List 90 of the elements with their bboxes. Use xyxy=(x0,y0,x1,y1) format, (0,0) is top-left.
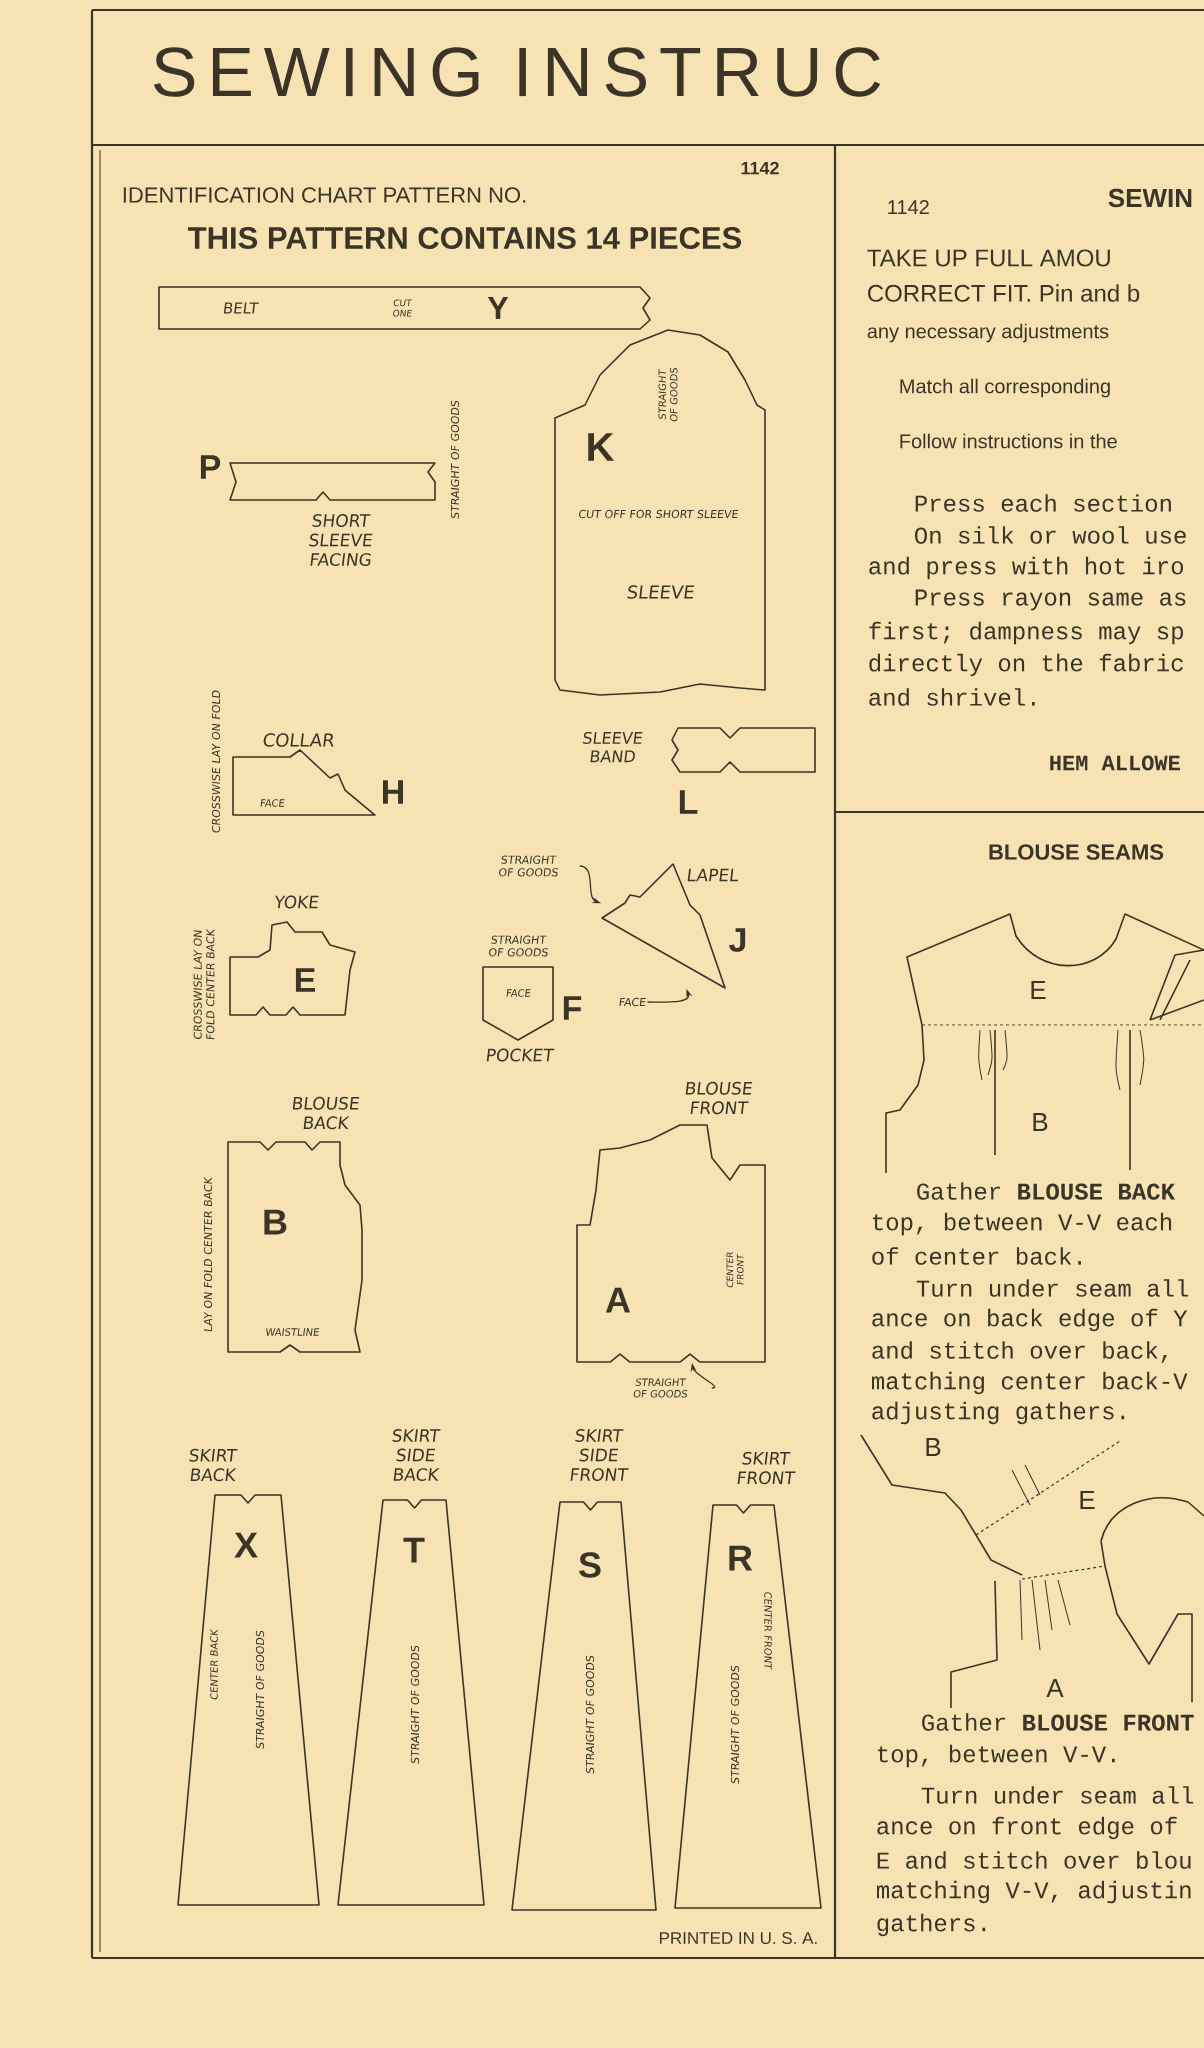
piece-label: FACE xyxy=(260,799,285,807)
instruction-text: TAKE UP FULL AMOU xyxy=(867,249,1110,267)
instruction-text: top, between V-V each xyxy=(873,1212,1172,1236)
instruction-text: ance on front edge of xyxy=(877,1816,1177,1840)
instruction-text: Follow instructions in the xyxy=(900,433,1117,449)
instruction-text: of center back. xyxy=(872,1247,1081,1265)
leader-text: STRAIGHT OF GOODS xyxy=(633,1378,688,1398)
piece-letter: S xyxy=(579,1552,601,1578)
piece-label: CROSSWISE LAY ON FOLD xyxy=(211,690,221,833)
piece-label: STRAIGHT OF GOODS xyxy=(730,1665,740,1784)
piece-label: CROSSWISE LAY ON FOLD CENTER BACK xyxy=(193,928,215,1040)
piece-letter: P xyxy=(200,455,221,479)
piece-label: CENTER FRONT xyxy=(726,1252,744,1288)
instruction-text: matching center back-V xyxy=(871,1371,1188,1395)
footer-text: PRINTED IN U. S. A. xyxy=(659,1932,817,1945)
instruction-text: On silk or wool use xyxy=(915,526,1186,544)
piece-letter: T xyxy=(403,1537,425,1563)
drawing-letter: E xyxy=(1080,1491,1095,1509)
instruction-text: matching V-V, adjustin xyxy=(876,1880,1191,1904)
instruction-text: Match all corresponding xyxy=(900,378,1110,398)
instruction-text: directly on the fabric xyxy=(869,653,1183,677)
piece-label: STRAIGHT OF GOODS xyxy=(450,400,460,519)
instruction-text: first; dampness may sp xyxy=(869,621,1183,645)
instruction-text: top, between V-V. xyxy=(878,1744,1115,1768)
pattern-number: 1142 xyxy=(888,200,929,214)
piece-label: SKIRT SIDE BACK xyxy=(392,1429,441,1481)
piece-label: CUT ONE xyxy=(393,299,412,317)
piece-letter: L xyxy=(679,790,698,814)
leader-text: FACE xyxy=(619,997,646,1007)
drawing-letter: A xyxy=(1046,1679,1064,1697)
piece-label: CUT OFF FOR SHORT SLEEVE xyxy=(579,509,739,519)
instruction-text: Turn under seam all xyxy=(916,1279,1189,1297)
piece-letter: R xyxy=(729,1545,753,1571)
drawing-letter: B xyxy=(1033,1113,1048,1131)
instruction-text: CORRECT FIT. Pin and b xyxy=(868,284,1140,302)
instruction-text: Gather BLOUSE FRONT xyxy=(922,1713,1194,1731)
instruction-text: any necessary adjustments xyxy=(867,323,1109,343)
piece-label: YOKE xyxy=(275,895,319,909)
piece-letter: X xyxy=(234,1532,258,1558)
instruction-text: gathers. xyxy=(877,1913,986,1937)
piece-label: COLLAR xyxy=(263,733,334,747)
piece-label: SKIRT SIDE FRONT xyxy=(570,1429,629,1481)
section-heading: HEM ALLOWE xyxy=(1050,755,1180,771)
instruction-text: ance on back edge of Y xyxy=(872,1308,1188,1332)
piece-label: FACE xyxy=(506,989,531,997)
piece-letter: A xyxy=(605,1287,631,1313)
chart-heading: IDENTIFICATION CHART PATTERN NO. xyxy=(123,187,526,203)
piece-letter: H xyxy=(383,780,403,804)
piece-label: STRAIGHT OF GOODS xyxy=(410,1645,420,1764)
piece-label: STRAIGHT OF GOODS xyxy=(489,935,548,957)
page-title: SEWING INSTRUC xyxy=(154,47,881,97)
piece-label: SLEEVE BAND xyxy=(583,731,643,763)
piece-label: BLOUSE BACK xyxy=(292,1096,360,1130)
instruction-text: Press rayon same as xyxy=(915,589,1186,611)
instruction-text: and shrivel. xyxy=(869,688,1035,706)
section-heading: SEWIN xyxy=(1108,188,1192,208)
instruction-text: adjusting gathers. xyxy=(872,1401,1125,1425)
leader-text: STRAIGHT OF GOODS xyxy=(499,855,558,877)
piece-label: STRAIGHT OF GOODS xyxy=(658,367,678,422)
piece-letter: E xyxy=(295,968,315,992)
piece-letter: Y xyxy=(487,297,509,319)
piece-label: WAISTLINE xyxy=(266,1328,320,1336)
piece-letter: K xyxy=(588,433,615,461)
piece-label: CENTER BACK xyxy=(210,1628,218,1700)
instruction-text: Turn under seam all xyxy=(921,1786,1194,1804)
drawing-letter: B xyxy=(926,1438,941,1456)
piece-label: SLEEVE xyxy=(627,585,695,599)
piece-letter: F xyxy=(563,996,582,1020)
instruction-text: and stitch over back, xyxy=(872,1341,1167,1363)
instruction-text: and press with hot iro xyxy=(869,556,1184,580)
chart-title: THIS PATTERN CONTAINS 14 PIECES xyxy=(188,227,742,249)
section-heading: BLOUSE SEAMS xyxy=(989,844,1164,860)
piece-label: SKIRT BACK xyxy=(189,1448,238,1482)
piece-label: LAPEL xyxy=(687,868,739,882)
piece-label: STRAIGHT OF GOODS xyxy=(585,1655,595,1774)
piece-label: BELT xyxy=(223,302,259,314)
piece-label: LAY ON FOLD CENTER BACK xyxy=(203,1176,213,1332)
piece-label: CENTER FRONT xyxy=(764,1592,772,1670)
piece-label: BLOUSE FRONT xyxy=(685,1081,753,1115)
instruction-text: E and stitch over blou xyxy=(877,1851,1191,1869)
piece-letter: B xyxy=(264,1209,287,1235)
drawing-letter: E xyxy=(1031,981,1046,999)
piece-letter: J xyxy=(729,928,746,952)
piece-label: POCKET xyxy=(486,1048,555,1062)
piece-label: SHORT SLEEVE FACING xyxy=(309,514,373,566)
piece-label: STRAIGHT OF GOODS xyxy=(255,1630,265,1749)
instruction-text: Press each section xyxy=(915,494,1171,512)
instruction-text: Gather BLOUSE BACK xyxy=(917,1182,1175,1200)
piece-label: SKIRT FRONT xyxy=(737,1451,796,1485)
pattern-number: 1142 xyxy=(741,161,779,175)
